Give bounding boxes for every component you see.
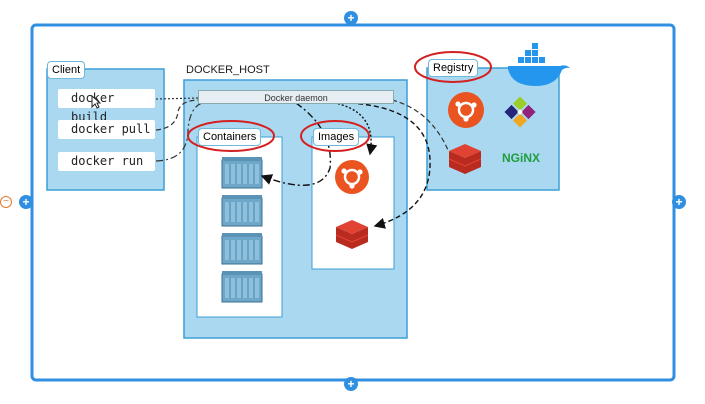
registry-box xyxy=(426,67,560,191)
images-label: Images xyxy=(313,128,360,146)
run-connector xyxy=(155,101,207,162)
images-panel xyxy=(311,136,395,270)
run-to-container-arrow xyxy=(260,102,332,186)
ubuntu-icon xyxy=(335,160,369,194)
client-title: Client xyxy=(47,61,86,79)
registry-highlight xyxy=(414,51,492,83)
resize-handle-bottom[interactable]: + xyxy=(344,377,358,391)
containers-highlight xyxy=(187,120,275,152)
nginx-logo: NGiNX xyxy=(502,151,540,165)
resize-handle-left[interactable]: + xyxy=(19,195,33,209)
docker-pull-command[interactable]: docker pull xyxy=(58,120,155,139)
containers-label: Containers xyxy=(198,128,262,146)
resize-handle-top[interactable]: + xyxy=(344,11,358,25)
images-highlight xyxy=(300,120,370,152)
registry-title: Registry xyxy=(428,59,479,77)
container-icon xyxy=(221,156,263,189)
pull-to-image-arrow xyxy=(349,102,431,229)
build-connector xyxy=(155,97,199,100)
container-icon xyxy=(221,232,263,265)
docker-run-command[interactable]: docker run xyxy=(58,152,155,171)
mouse-cursor-icon xyxy=(91,95,101,109)
redis-icon xyxy=(448,144,482,174)
docker-host-title: DOCKER_HOST xyxy=(186,64,270,76)
collapse-icon[interactable]: − xyxy=(0,196,12,208)
docker-build-command[interactable]: docker build xyxy=(58,89,155,124)
ubuntu-icon xyxy=(448,92,484,128)
container-icon xyxy=(221,194,263,227)
pull-connector xyxy=(155,99,201,131)
container-icon xyxy=(221,270,263,303)
redis-icon xyxy=(335,220,369,249)
docker-whale-icon xyxy=(508,43,570,86)
docker-daemon-bar: Docker daemon xyxy=(198,90,394,104)
resize-handle-right[interactable]: + xyxy=(672,195,686,209)
